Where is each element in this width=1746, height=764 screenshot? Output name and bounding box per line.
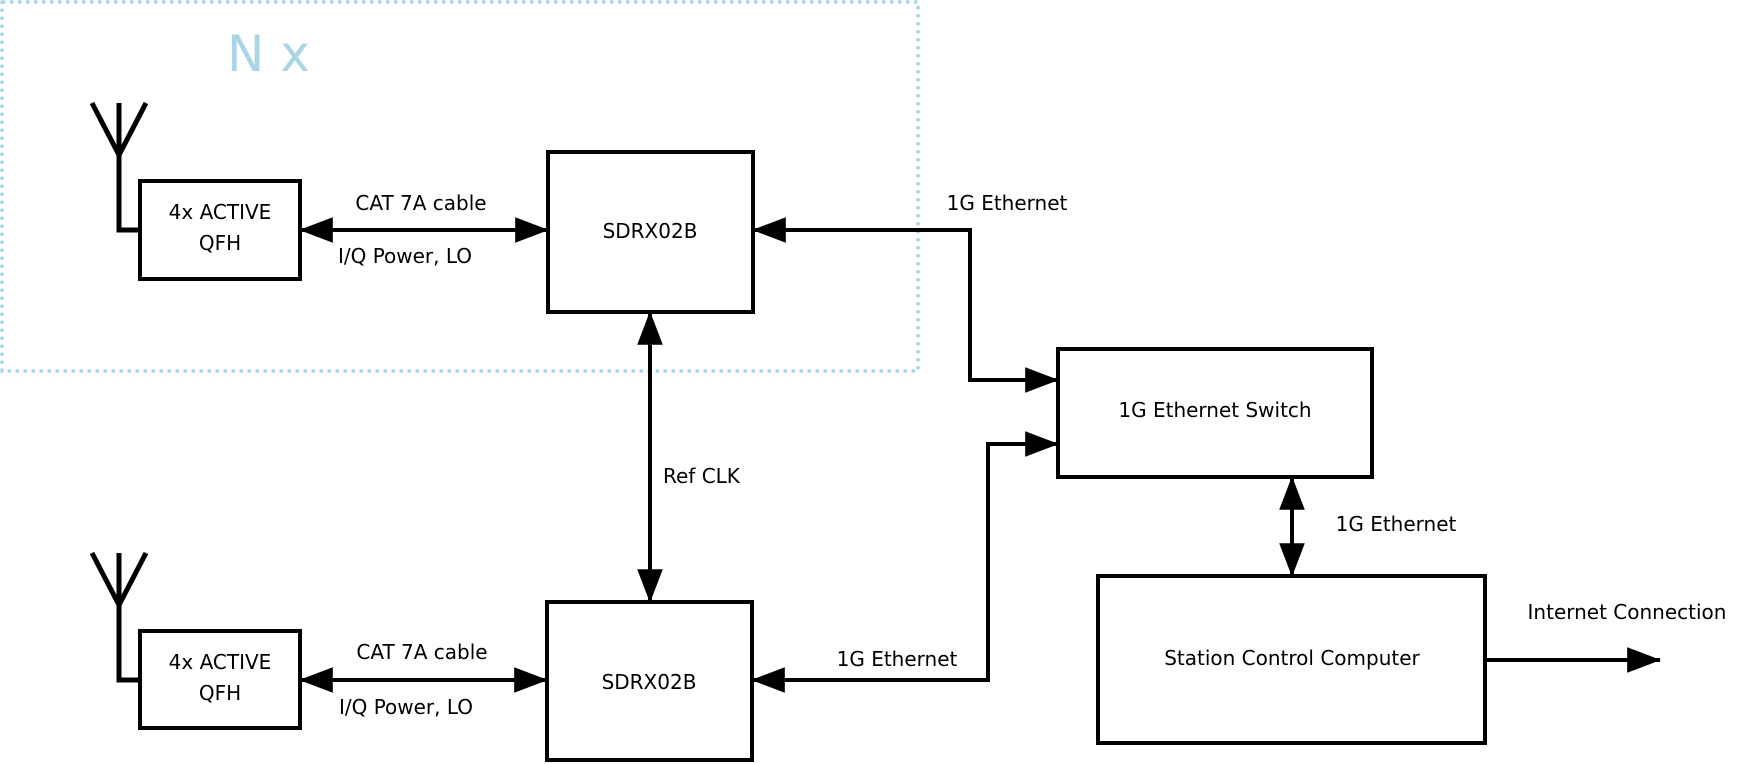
qfh-top-label-line2: QFH <box>199 231 241 255</box>
station-computer-label: Station Control Computer <box>1164 646 1420 670</box>
qfh-top-label-line1: 4x ACTIVE <box>169 200 272 224</box>
sdrx-bottom-label: SDRX02B <box>602 670 697 694</box>
ethernet-bottom-label: 1G Ethernet <box>837 647 958 671</box>
qfh-bottom-label-line2: QFH <box>199 681 241 705</box>
sdrx-box-top <box>546 150 755 314</box>
ref-clk-label: Ref CLK <box>663 464 741 488</box>
ethernet-switch-computer-label: 1G Ethernet <box>1336 512 1457 536</box>
ethernet-switch-label: 1G Ethernet Switch <box>1118 398 1311 422</box>
qfh-box-bottom <box>138 629 302 730</box>
internet-connection-label: Internet Connection <box>1528 600 1727 624</box>
antenna-top-icon <box>89 101 149 233</box>
cat7a-top-label: CAT 7A cable <box>355 191 486 215</box>
sdrx-box-bottom <box>545 600 754 762</box>
ethernet-switch-box <box>1056 347 1374 479</box>
qfh-box-top <box>138 179 302 281</box>
station-computer-box <box>1096 574 1487 745</box>
ethernet-top-label: 1G Ethernet <box>947 191 1068 215</box>
ethernet-edge-top <box>752 217 1059 393</box>
sdrx-top-label: SDRX02B <box>603 219 698 243</box>
antenna-bottom-icon <box>89 551 149 683</box>
n-x-multiplier-label: N x <box>227 25 310 83</box>
iq-power-lo-bottom-label: I/Q Power, LO <box>339 695 473 719</box>
iq-power-lo-top-label: I/Q Power, LO <box>338 244 472 268</box>
qfh-bottom-label-line1: 4x ACTIVE <box>169 650 272 674</box>
n-x-group-outline <box>0 0 920 373</box>
cat7a-bottom-label: CAT 7A cable <box>356 640 487 664</box>
ethernet-edge-bottom <box>751 431 1059 693</box>
